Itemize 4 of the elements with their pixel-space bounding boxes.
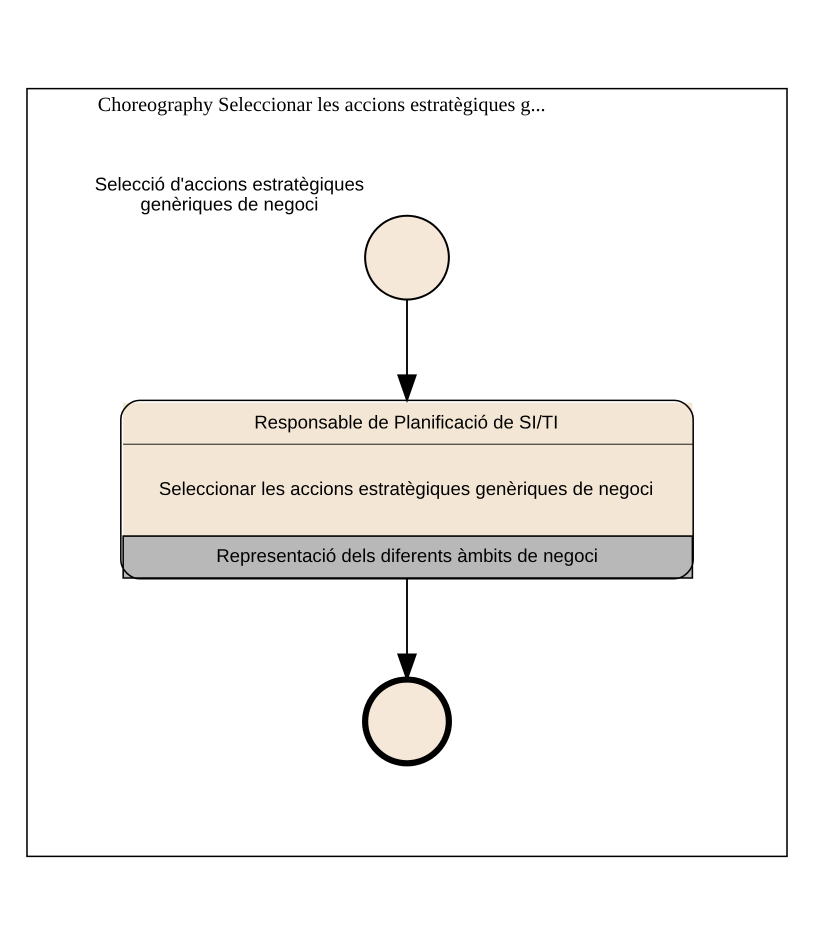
arrow xyxy=(397,300,417,403)
node-circle xyxy=(364,214,450,301)
node-label: Selecció d'accions estratègiques genèriques de negoci xyxy=(94,173,364,215)
node-circle xyxy=(362,676,452,766)
